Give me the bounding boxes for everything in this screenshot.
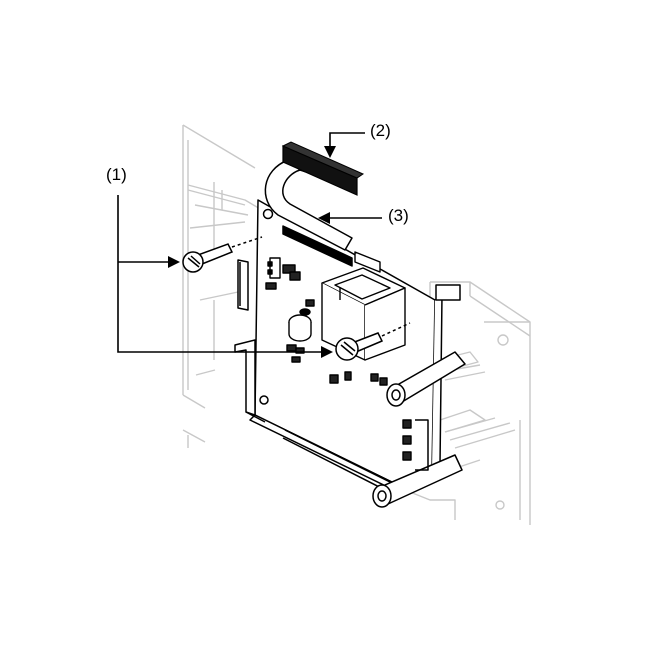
ribbon-cable <box>264 159 353 267</box>
leader-lines <box>117 132 382 353</box>
callout-label-ribbon-cable: (3) <box>388 206 409 225</box>
callout-label-connector: (2) <box>370 121 391 140</box>
screw-lower <box>335 322 411 361</box>
ribbon-connector <box>281 141 365 196</box>
arrowhead-ribbon-cable <box>318 212 330 224</box>
arrowhead-screw-lower <box>321 346 333 358</box>
standoff-posts <box>372 284 466 508</box>
arrowhead-connector <box>324 146 336 158</box>
arrowhead-screw-upper <box>168 256 180 268</box>
leader-screws-lower <box>117 195 322 353</box>
arrowheads <box>168 146 336 358</box>
callout-label-screws: (1) <box>106 165 127 184</box>
screw-upper <box>182 236 263 273</box>
leader-connector <box>329 132 365 152</box>
